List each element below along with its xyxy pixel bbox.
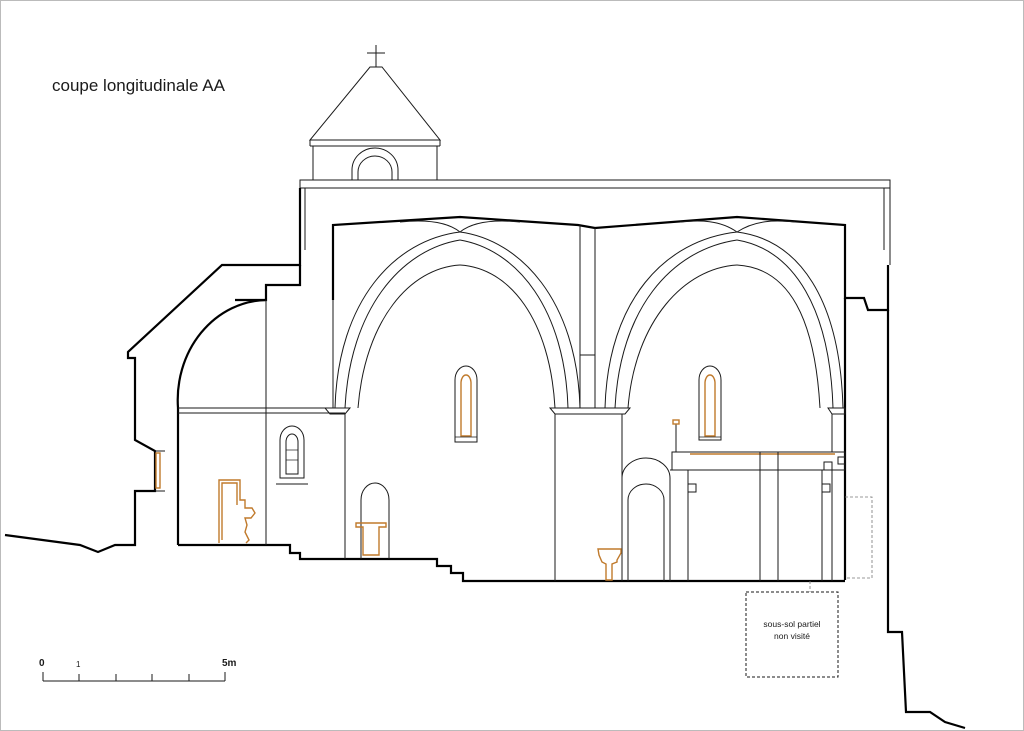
door-arch: [621, 457, 688, 581]
basement-note-line2: non visité: [774, 631, 810, 641]
scale-bar: 0 1 5m: [39, 658, 237, 682]
vault-bay-2: [604, 220, 844, 409]
vault-bay-1: [334, 220, 581, 409]
drawing-title: coupe longitudinale AA: [52, 76, 226, 95]
furniture: [218, 479, 622, 581]
basement-note-line1: sous-sol partiel: [763, 619, 820, 629]
apse: [155, 300, 345, 545]
nave-window-1: [454, 365, 478, 443]
scale-label-unit: 1: [76, 660, 81, 669]
scale-label-start: 0: [39, 658, 45, 669]
scale-label-end: 5m: [222, 658, 237, 669]
section-cut-outline: [4, 188, 966, 730]
tribune: [671, 419, 846, 581]
exterior-hidden: [809, 496, 873, 592]
left-pier: [323, 300, 352, 559]
central-pier: [548, 225, 632, 581]
door-niche: [360, 482, 390, 559]
nave-window-2: [698, 365, 722, 441]
bell-tower: [308, 45, 442, 180]
right-pier: [827, 407, 846, 452]
side-window-left: [155, 452, 161, 489]
basement-partial: sous-sol partiel non visité: [745, 591, 839, 678]
